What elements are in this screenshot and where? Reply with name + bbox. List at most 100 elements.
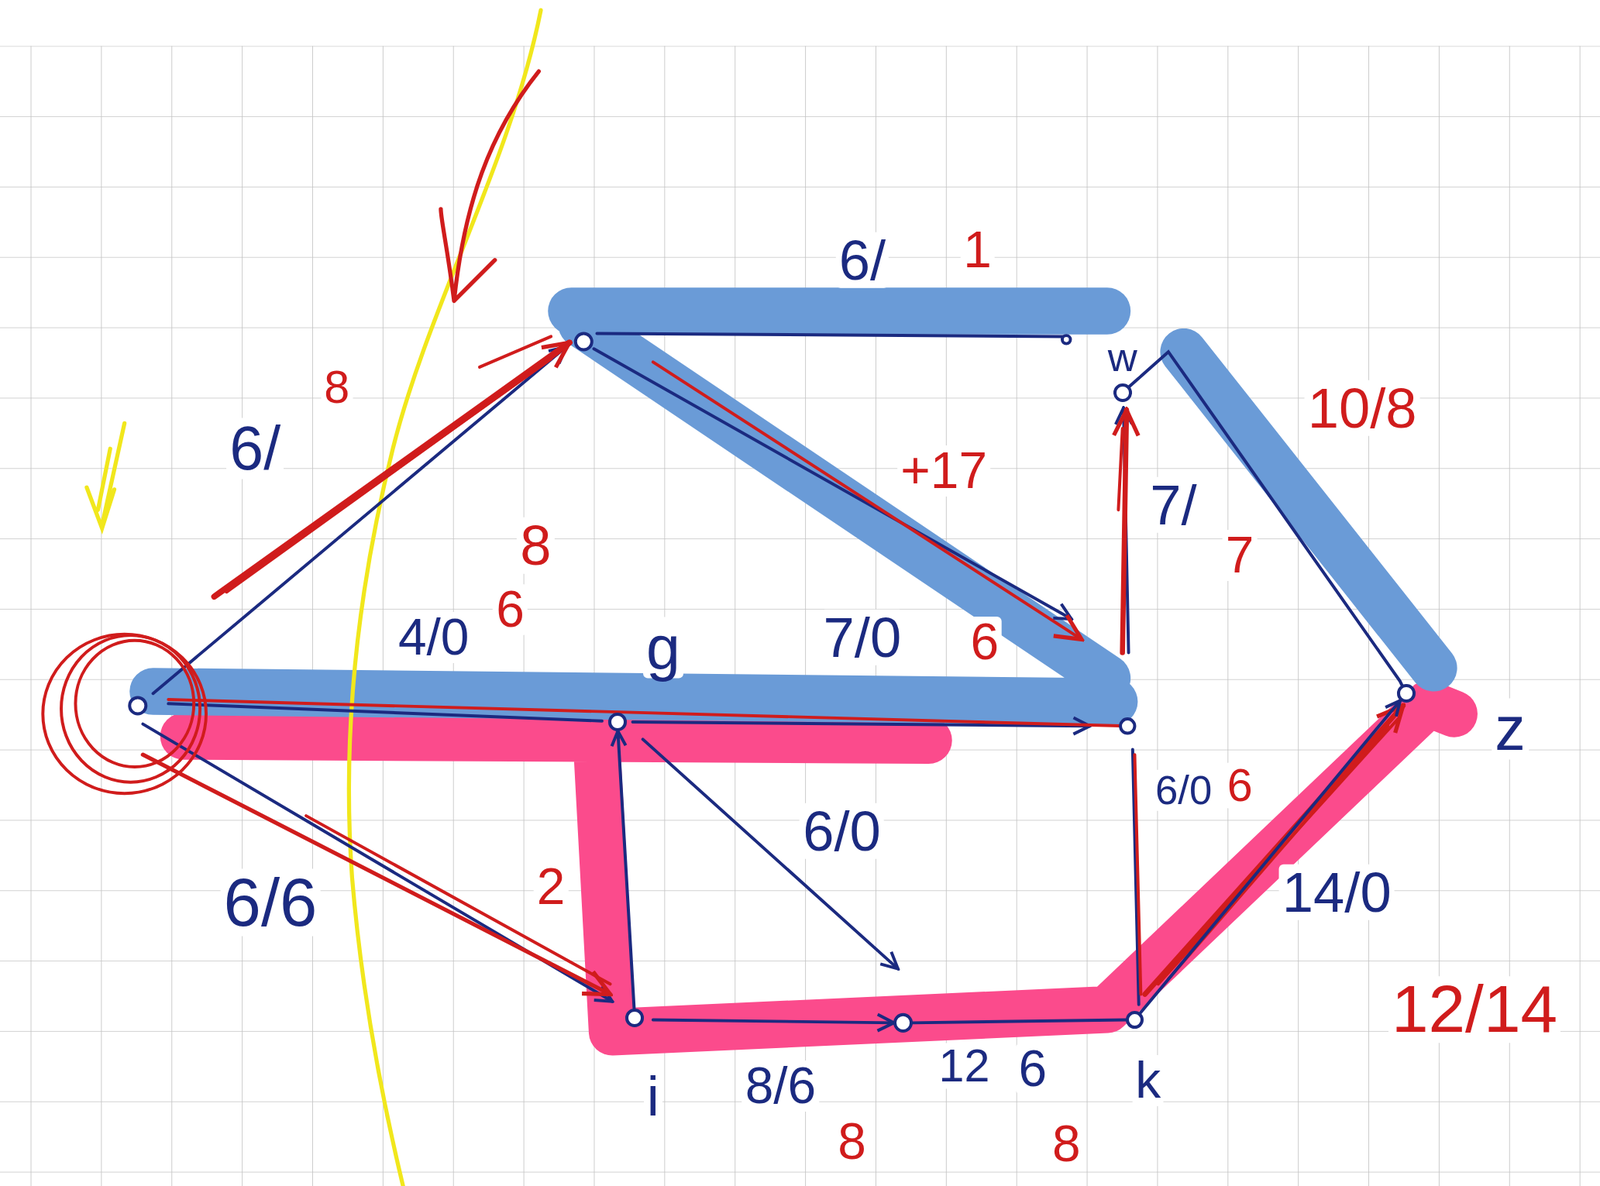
flow-capacity-number: +17 bbox=[897, 445, 991, 497]
vertex-dot bbox=[1120, 719, 1135, 733]
flow-label-anchor: 8 bbox=[516, 517, 554, 574]
flow-label-anchor: 8/6 bbox=[742, 1060, 820, 1112]
flow-label-anchor: 6/0 bbox=[799, 803, 885, 860]
flow-capacity-number: 6 bbox=[1015, 1043, 1050, 1095]
flow-arc bbox=[617, 731, 634, 1009]
grid-paper bbox=[0, 45, 1600, 1186]
flow-capacity-number: 6/ bbox=[836, 231, 889, 288]
vertex-dot bbox=[894, 1015, 912, 1032]
flow-capacity-number: 6/6 bbox=[220, 869, 321, 937]
vertex-label-anchor: i bbox=[643, 1068, 663, 1125]
vertex-dot bbox=[129, 697, 146, 714]
flow-label-anchor: 6/ bbox=[226, 418, 284, 480]
flow-arc bbox=[1140, 700, 1401, 1013]
flow-label-anchor: 8 bbox=[1049, 1118, 1084, 1170]
yellow-cut-line bbox=[86, 423, 125, 529]
blue-path-highlight bbox=[153, 311, 1435, 702]
arc-line bbox=[643, 739, 899, 969]
red-augmenting-path bbox=[214, 342, 570, 597]
flow-capacity-number: 7/ bbox=[1146, 476, 1200, 533]
flow-label-anchor: 12/14 bbox=[1388, 976, 1561, 1043]
flow-label-anchor: 6 bbox=[492, 584, 528, 636]
flow-capacity-number: 8 bbox=[516, 517, 554, 574]
flow-label-anchor: 8 bbox=[320, 364, 353, 411]
red-augmenting-path bbox=[237, 358, 552, 584]
vertex-name: i bbox=[643, 1068, 663, 1125]
red-augmenting-path bbox=[306, 815, 610, 985]
vertex-dot: w bbox=[1113, 383, 1133, 403]
arc-flow-label: 14/0 bbox=[1279, 864, 1395, 921]
flow-label-anchor: 6 bbox=[1015, 1043, 1050, 1095]
flow-capacity-number: 8/6 bbox=[742, 1060, 820, 1112]
vertex-dot bbox=[129, 333, 1135, 1031]
flow-capacity-number: 8 bbox=[834, 1116, 870, 1168]
red-augmenting-path bbox=[42, 634, 207, 794]
vertex-dot bbox=[1062, 335, 1071, 345]
flow-label-anchor: 6/ bbox=[836, 231, 889, 288]
red-augmenting-path bbox=[653, 361, 1082, 640]
vertex-name: z bbox=[1491, 698, 1528, 761]
vertex-name: w bbox=[1104, 336, 1141, 378]
red-augmenting-path bbox=[1118, 428, 1122, 510]
red-augmenting-path bbox=[75, 640, 194, 768]
flow-capacity-number: 7/0 bbox=[820, 609, 905, 666]
vertex-dot: i bbox=[625, 1008, 644, 1028]
arc-flow-label: 10/8 bbox=[1304, 379, 1421, 436]
arc-line bbox=[593, 348, 1071, 620]
arc-line bbox=[153, 347, 567, 695]
flow-label-anchor: 6/6 bbox=[220, 869, 321, 937]
red-augmenting-path bbox=[168, 699, 1128, 727]
arc-flow-label: 2 bbox=[533, 861, 569, 913]
vertex-dot: k bbox=[1125, 1011, 1145, 1030]
vertex-dot: g bbox=[608, 712, 627, 732]
flow-capacity-number: 6 bbox=[492, 584, 528, 636]
vertex-label-anchor: z bbox=[1491, 698, 1528, 761]
arc-line bbox=[142, 724, 613, 1002]
vertex-dot: z bbox=[1396, 684, 1416, 703]
flow-label-anchor: 1 bbox=[960, 224, 995, 276]
yellow-cut-line bbox=[348, 10, 541, 1186]
vertex-name: k bbox=[1132, 1055, 1164, 1107]
red-augmenting-path bbox=[479, 336, 551, 367]
red-augmenting-path bbox=[440, 71, 539, 301]
flow-capacity-number: 8 bbox=[320, 364, 353, 411]
flow-label-anchor: 7 bbox=[1222, 530, 1258, 582]
flow-label-anchor: 6 bbox=[967, 616, 1003, 668]
arc-line bbox=[596, 333, 1067, 337]
vertex-name: g bbox=[643, 616, 684, 678]
flow-capacity-number: 8 bbox=[1049, 1118, 1084, 1170]
pink-path-highlight bbox=[183, 703, 1455, 1033]
red-augmenting-path bbox=[142, 754, 610, 995]
vertex-label-anchor: g bbox=[643, 616, 684, 678]
flow-label-anchor: +17 bbox=[897, 445, 991, 497]
flow-label-anchor: 8 bbox=[834, 1116, 870, 1168]
red-augmenting-path bbox=[61, 635, 200, 783]
flow-label-anchor: 4/0 bbox=[395, 612, 473, 664]
flow-label-anchor: 6/0 bbox=[1152, 770, 1215, 812]
flow-capacity-number: 7 bbox=[1222, 530, 1258, 582]
arc-line bbox=[653, 1019, 895, 1023]
flow-capacity-number: 6 bbox=[1224, 762, 1256, 809]
flow-capacity-number: 12/14 bbox=[1388, 976, 1561, 1043]
flow-label-anchor: 7/ bbox=[1146, 476, 1200, 533]
flow-capacity-number: 1 bbox=[960, 224, 995, 276]
flow-capacity-number: 4/0 bbox=[395, 612, 473, 664]
flow-label-anchor: 12 bbox=[935, 1042, 994, 1089]
vertex-label-anchor: k bbox=[1132, 1055, 1164, 1107]
red-augmenting-path bbox=[42, 71, 1404, 995]
red-augmenting-path bbox=[1134, 754, 1141, 995]
pink-path-highlight bbox=[183, 703, 1455, 1033]
flow-capacity-number: 12 bbox=[935, 1042, 994, 1089]
vertex-dot bbox=[575, 333, 592, 350]
flow-capacity-number: 6/0 bbox=[799, 803, 885, 860]
red-augmenting-path bbox=[1158, 719, 1398, 985]
blue-path-highlight bbox=[153, 311, 1435, 702]
flow-label-anchor: 6 bbox=[1224, 762, 1256, 809]
vertex-label-anchor: w bbox=[1104, 336, 1141, 378]
arc-label-anchor: 14/0 bbox=[1279, 864, 1395, 921]
arc-line bbox=[142, 333, 1139, 1023]
